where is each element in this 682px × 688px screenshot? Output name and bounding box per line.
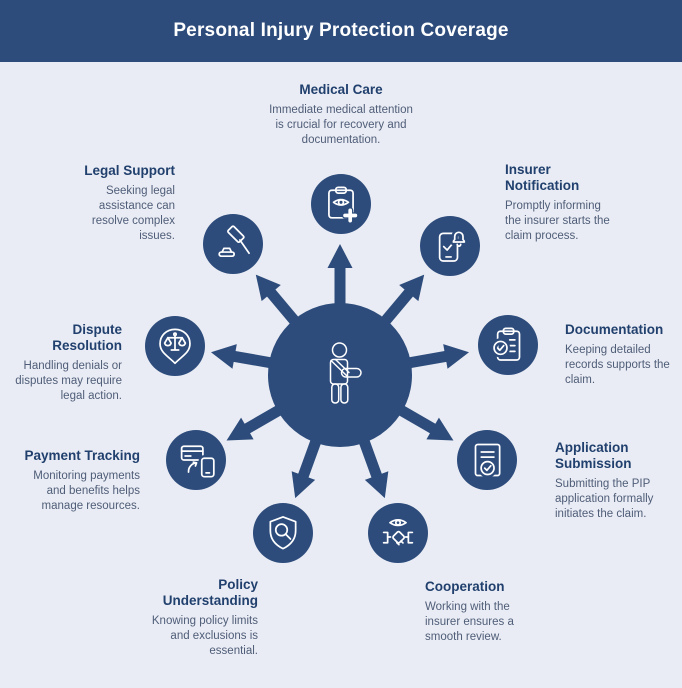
item-description: Promptly informing the insurer starts th… bbox=[505, 199, 610, 242]
item-application-submission: Application Submission Submitting the PI… bbox=[555, 440, 675, 522]
item-description: Keeping detailed records supports the cl… bbox=[565, 343, 670, 386]
gavel-icon bbox=[203, 214, 263, 274]
item-title: Documentation bbox=[565, 322, 664, 337]
handshake-eye-icon bbox=[368, 503, 428, 563]
shield-search-icon bbox=[253, 503, 313, 563]
item-insurer-notification: Insurer Notification Promptly informing … bbox=[505, 162, 617, 244]
item-payment-tracking: Payment Tracking Monitoring payments and… bbox=[18, 448, 140, 514]
item-title: Policy Understanding bbox=[162, 577, 258, 608]
hub-circle bbox=[268, 303, 412, 447]
card-phone-transfer-icon bbox=[166, 430, 226, 490]
item-documentation: Documentation Keeping detailed records s… bbox=[565, 322, 677, 388]
item-description: Submitting the PIP application formally … bbox=[555, 477, 654, 520]
phone-notification-icon bbox=[420, 216, 480, 276]
item-dispute-resolution: Dispute Resolution Handling denials or d… bbox=[0, 322, 122, 404]
item-title: Dispute Resolution bbox=[52, 322, 122, 353]
item-title: Application Submission bbox=[555, 440, 632, 471]
item-legal-support: Legal Support Seeking legal assistance c… bbox=[78, 163, 175, 244]
item-title: Payment Tracking bbox=[24, 448, 140, 463]
item-title: Insurer Notification bbox=[505, 162, 580, 193]
item-cooperation: Cooperation Working with the insurer ens… bbox=[425, 579, 537, 645]
document-check-icon bbox=[457, 430, 517, 490]
header-bar: Personal Injury Protection Coverage bbox=[0, 0, 682, 62]
item-description: Monitoring payments and benefits helps m… bbox=[33, 469, 140, 512]
item-description: Immediate medical attention is crucial f… bbox=[269, 103, 413, 146]
item-title: Medical Care bbox=[299, 82, 383, 97]
checklist-clipboard-icon bbox=[478, 315, 538, 375]
injured-person-icon bbox=[329, 342, 362, 404]
item-title: Legal Support bbox=[84, 163, 175, 178]
scales-pin-icon bbox=[145, 316, 205, 376]
hub-diagram bbox=[210, 244, 470, 499]
item-policy-understanding: Policy Understanding Knowing policy limi… bbox=[140, 577, 258, 659]
item-title: Cooperation bbox=[425, 579, 505, 594]
item-medical-care: Medical Care Immediate medical attention… bbox=[265, 82, 417, 148]
medical-clipboard-icon bbox=[311, 174, 371, 234]
item-description: Knowing policy limits and exclusions is … bbox=[151, 614, 258, 657]
item-description: Handling denials or disputes may require… bbox=[15, 359, 122, 402]
page-title: Personal Injury Protection Coverage bbox=[173, 20, 509, 41]
item-description: Seeking legal assistance can resolve com… bbox=[91, 184, 175, 242]
item-description: Working with the insurer ensures a smoot… bbox=[425, 600, 514, 643]
